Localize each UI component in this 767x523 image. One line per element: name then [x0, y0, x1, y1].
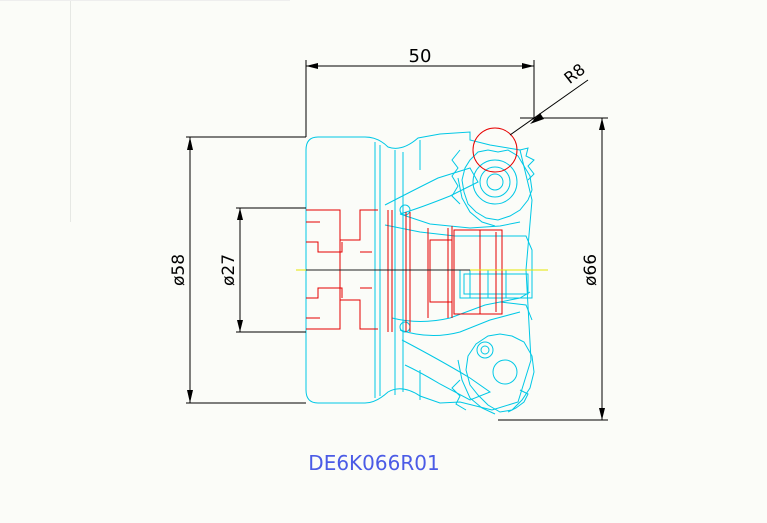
dim-length-label: 50 — [409, 46, 432, 67]
cutter-body-outline — [305, 131, 535, 415]
dimension-lines — [186, 60, 608, 421]
bore-section-lines — [306, 127, 518, 332]
dim-body-diameter-label: ø58 — [169, 254, 189, 286]
frame-border-top — [0, 0, 290, 1]
part-code-label: DE6K066R01 — [308, 451, 439, 475]
dim-cutting-diameter-label: ø66 — [581, 254, 601, 286]
dim-bore-diameter-label: ø27 — [219, 254, 239, 286]
frame-border-left — [70, 0, 71, 222]
dim-radius-label: R8 — [560, 60, 588, 88]
dimension-arrows — [187, 63, 605, 420]
